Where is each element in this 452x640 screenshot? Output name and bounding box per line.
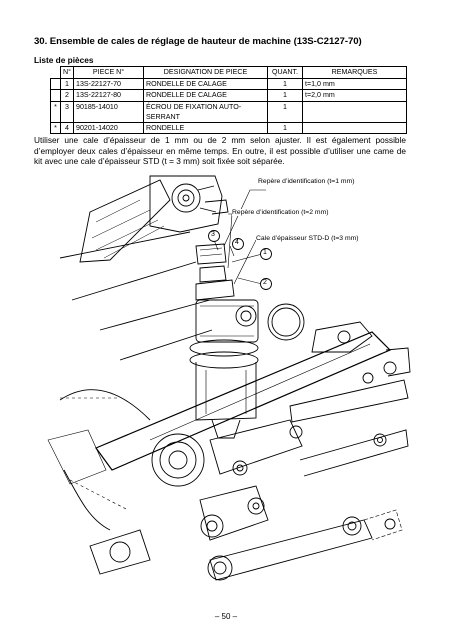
- row-part-number: 90201-14020: [73, 121, 144, 134]
- callout-1: 1: [263, 249, 267, 256]
- row-remark: [302, 121, 407, 134]
- row-remark: t=1,0 mm: [302, 77, 407, 90]
- row-mark: *: [50, 121, 61, 134]
- page-number: – 50 –: [214, 612, 238, 621]
- row-designation: RONDELLE DE CALAGE: [143, 89, 268, 102]
- label-identification-1mm: Repère d’identification (t=1 mm): [258, 178, 355, 185]
- row-no: 1: [60, 77, 74, 90]
- parts-list-heading: Liste de pièces: [34, 55, 94, 65]
- row-designation: ÉCROU DE FIXATION AUTO-SERRANT: [143, 100, 268, 123]
- col-header-qty: QUANT.: [267, 66, 303, 79]
- table-header-row: N° PIECE N° DESIGNATION DE PIECE QUANT. …: [50, 66, 407, 79]
- row-part-number: 13S-22127-70: [73, 77, 144, 90]
- row-designation: RONDELLE DE CALAGE: [143, 77, 268, 90]
- row-no: 4: [60, 121, 74, 134]
- row-no: 2: [60, 89, 74, 102]
- col-header-no: N°: [60, 66, 74, 79]
- row-mark: [50, 89, 61, 102]
- table-row: * 3 90185-14010 ÉCROU DE FIXATION AUTO-S…: [50, 100, 407, 123]
- row-qty: 1: [267, 77, 303, 90]
- row-remark: t=2,0 mm: [302, 89, 407, 102]
- table-row: 2 13S-22127-80 RONDELLE DE CALAGE 1 t=2,…: [50, 89, 407, 102]
- row-part-number: 90185-14010: [73, 100, 144, 123]
- callout-2: 2: [263, 279, 267, 286]
- row-mark: *: [50, 100, 61, 123]
- label-std-shim: Cale d’épaisseur STD-D (t=3 mm): [256, 235, 359, 242]
- row-designation: RONDELLE: [143, 121, 268, 134]
- row-part-number: 13S-22127-80: [73, 89, 144, 102]
- label-identification-2mm: Repère d’identification (t=2 mm): [232, 209, 329, 216]
- row-mark: [50, 77, 61, 90]
- section-title: 30. Ensemble de cales de réglage de haut…: [34, 36, 362, 47]
- row-no: 3: [60, 100, 74, 123]
- col-header-part: PIECE N°: [73, 66, 144, 79]
- callout-3: 3: [211, 231, 215, 238]
- table-row: 1 13S-22127-70 RONDELLE DE CALAGE 1 t=1,…: [50, 77, 407, 90]
- col-header-remarks: REMARQUES: [302, 66, 407, 79]
- col-header-designation: DESIGNATION DE PIECE: [143, 66, 268, 79]
- table-row: * 4 90201-14020 RONDELLE 1: [50, 121, 407, 134]
- row-qty: 1: [267, 89, 303, 102]
- row-remark: [302, 100, 407, 123]
- suspension-drawing: [47, 175, 411, 581]
- row-qty: 1: [267, 100, 303, 123]
- mark-cell: [50, 66, 61, 78]
- parts-table: N° PIECE N° DESIGNATION DE PIECE QUANT. …: [50, 66, 407, 134]
- callout-4: 4: [235, 239, 239, 246]
- instruction-paragraph: Utiliser une cale d’épaisseur de 1 mm ou…: [34, 135, 406, 167]
- row-qty: 1: [267, 121, 303, 134]
